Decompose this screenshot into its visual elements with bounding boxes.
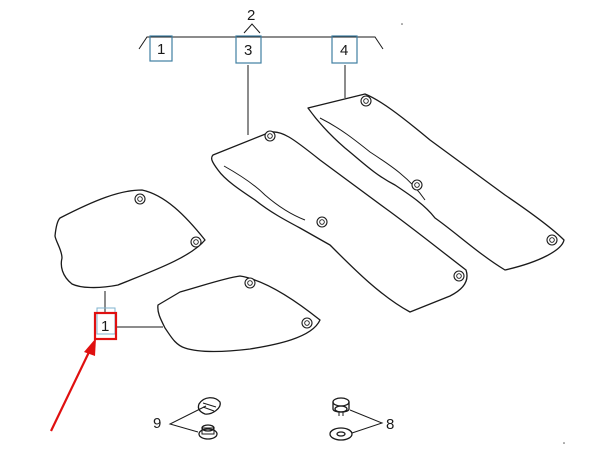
front-left-floor-mat (54, 189, 206, 289)
fastener-part-8: 8 (329, 397, 394, 441)
callout-1-top: 1 (157, 41, 165, 58)
callout-9: 9 (153, 415, 161, 432)
front-right-floor-mat (157, 275, 321, 353)
callout-2: 2 (247, 7, 255, 24)
scan-specks (401, 23, 565, 444)
highlight-arrow (50, 338, 96, 432)
callout-box-3: 3 (235, 35, 262, 64)
callout-1-highlight: 1 (101, 318, 109, 335)
fastener-part-9: 9 (153, 397, 221, 440)
callout-box-4: 4 (331, 35, 358, 64)
callout-8: 8 (386, 416, 394, 433)
rear-right-floor-mat (307, 93, 565, 271)
callout-4: 4 (340, 42, 348, 59)
callout-3: 3 (244, 42, 252, 59)
rear-left-floor-mat (211, 130, 468, 313)
callout-box-1-highlight: 1 (93, 311, 118, 341)
callout-box-1-top: 1 (149, 35, 173, 62)
